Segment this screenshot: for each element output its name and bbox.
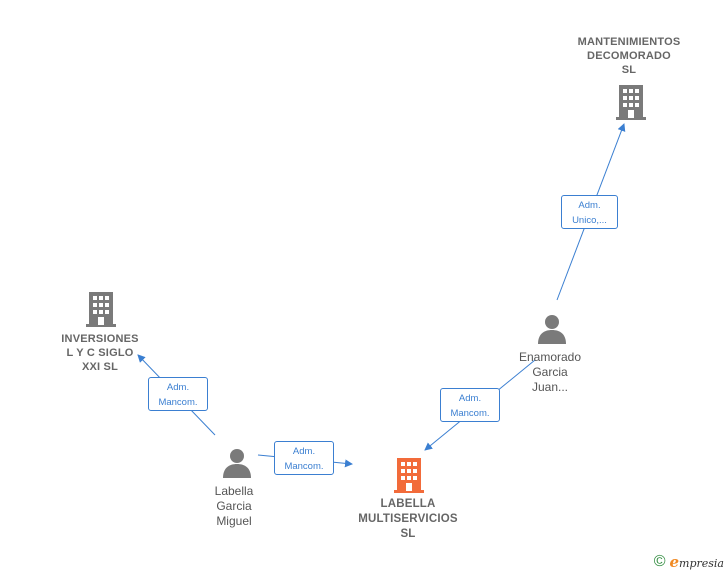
- building-icon: [616, 85, 646, 120]
- relation-label-adm-mancom-inversiones[interactable]: Adm. Mancom.: [148, 377, 208, 411]
- building-icon: [394, 458, 424, 493]
- building-icon: [86, 292, 116, 327]
- company-label-labella-multiservicios: LABELLA MULTISERVICIOS SL: [358, 498, 458, 540]
- company-label-inversiones: INVERSIONES L Y C SIGLO XXI SL: [61, 333, 139, 373]
- footer-brand: © empresia: [654, 553, 724, 571]
- relation-label-adm-unico[interactable]: Adm. Unico,...: [561, 195, 618, 229]
- company-label-mantenimientos: MANTENIMIENTOS DECOMORADO SL: [577, 36, 681, 76]
- person-label-labella-garcia: Labella Garcia Miguel: [214, 484, 254, 528]
- relation-label-adm-mancom-enamorado[interactable]: Adm. Mancom.: [440, 388, 500, 422]
- person-icon: [538, 315, 566, 344]
- copyright-icon: ©: [653, 553, 666, 570]
- relation-label-adm-mancom-multiservicios[interactable]: Adm. Mancom.: [274, 441, 334, 475]
- person-label-enamorado-garcia: Enamorado Garcia Juan...: [518, 350, 582, 394]
- empresia-logo: empresia: [669, 553, 724, 571]
- person-icon: [223, 449, 251, 478]
